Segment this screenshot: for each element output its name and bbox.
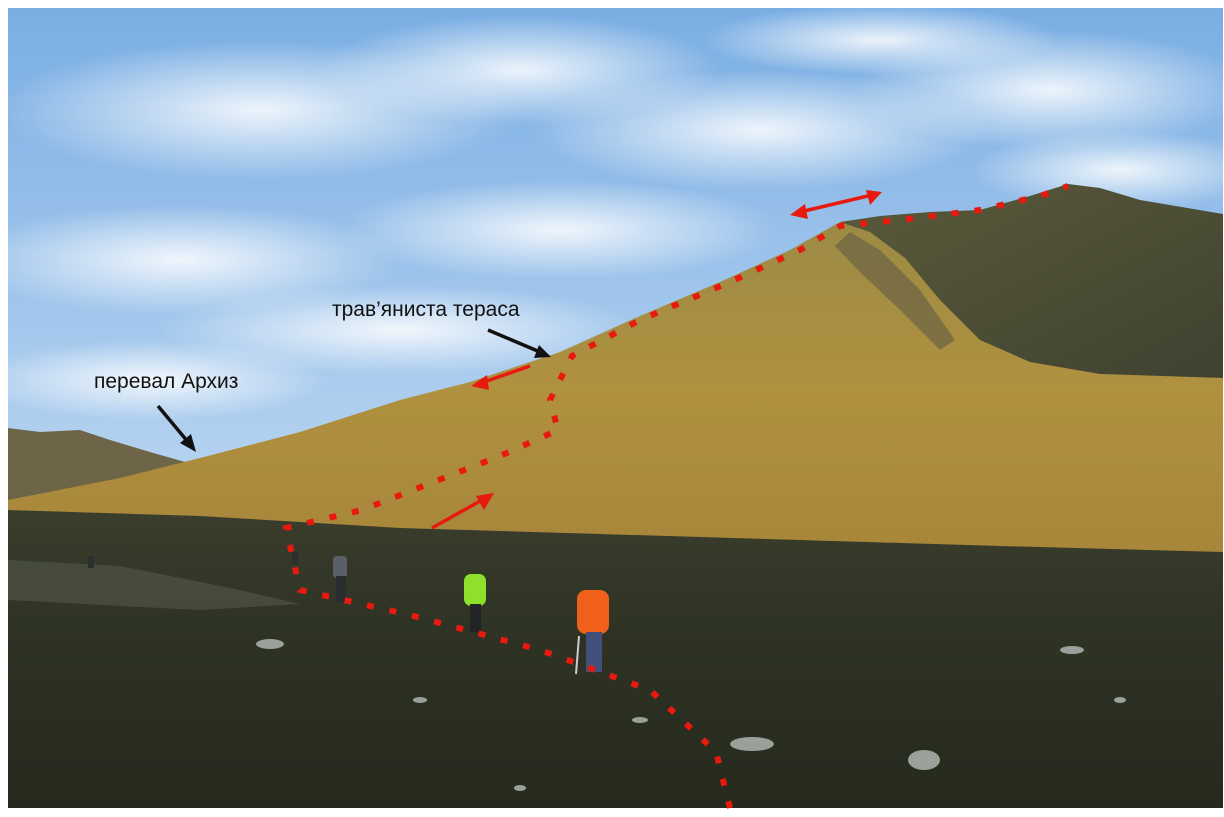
foreground-ground xyxy=(8,510,1223,808)
hiker-distant xyxy=(88,552,298,568)
hiker-green-pack xyxy=(464,574,486,632)
rocky-peak xyxy=(840,184,1223,378)
pass-label: перевал Архиз xyxy=(94,370,238,393)
meadow-highlight xyxy=(8,560,300,610)
hiker-gray-pack xyxy=(333,556,347,602)
route-dotted-line xyxy=(282,183,1070,809)
route-arrows xyxy=(431,190,882,530)
photo xyxy=(0,5,1224,808)
hiker-orange-pack xyxy=(575,590,609,675)
clouds xyxy=(0,5,1224,420)
terrace-label: трав’яниста тераса xyxy=(332,298,520,321)
rocky-ridge-shadow xyxy=(835,232,955,350)
rocks xyxy=(256,639,1126,791)
label-pointers xyxy=(156,328,551,452)
